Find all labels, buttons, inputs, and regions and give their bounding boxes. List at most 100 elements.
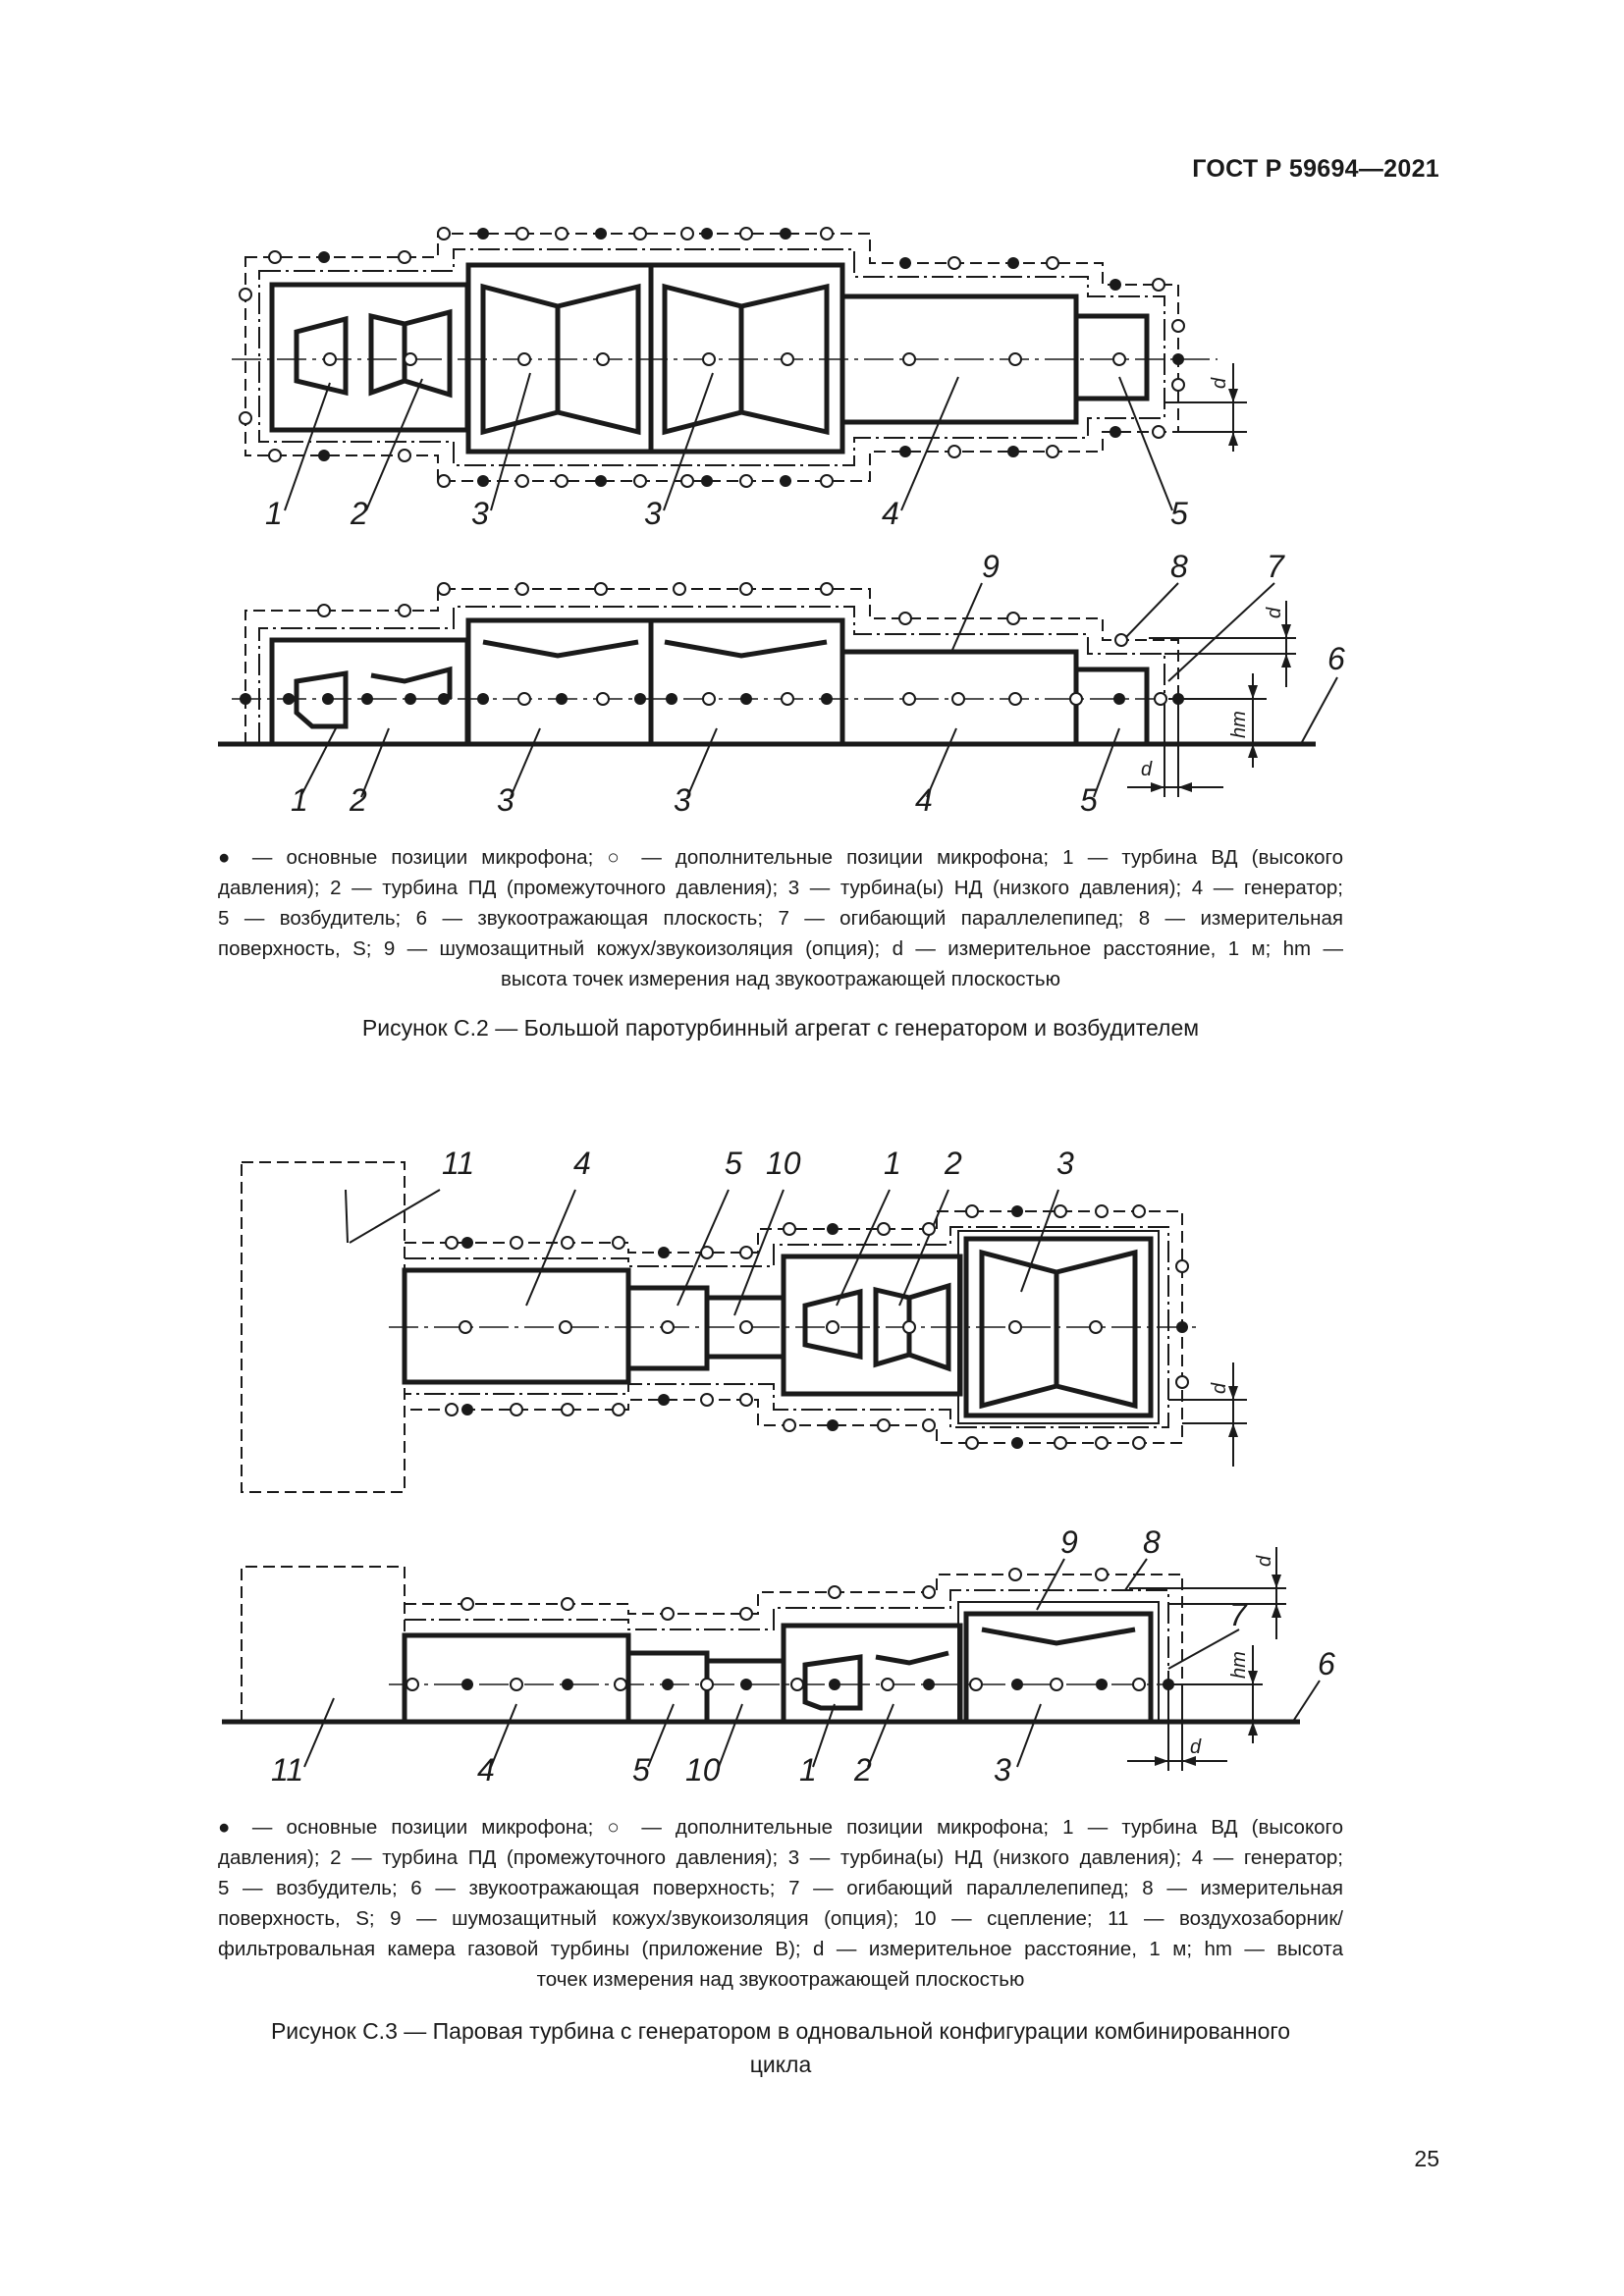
extra-mic-position bbox=[614, 1678, 627, 1691]
extra-mic-position bbox=[510, 1236, 523, 1250]
fig-c3-side-label-5: 5 bbox=[632, 1752, 650, 1788]
main-mic-position bbox=[595, 228, 607, 240]
extra-mic-position bbox=[922, 1585, 936, 1599]
main-mic-position bbox=[701, 228, 713, 240]
extra-mic-position bbox=[702, 692, 716, 706]
fig-c3-side-label-3: 3 bbox=[994, 1752, 1011, 1788]
extra-mic-position bbox=[596, 352, 610, 366]
legend-line: ● — основные позиции микрофона; ○ — допо… bbox=[218, 1816, 1343, 1839]
extra-mic-position bbox=[445, 1403, 459, 1416]
extra-mic-position bbox=[559, 1320, 572, 1334]
main-mic-position bbox=[780, 228, 791, 240]
extra-mic-position bbox=[783, 1418, 796, 1432]
extra-mic-position bbox=[965, 1436, 979, 1450]
legend-line: точек измерения над звукоотражающей плос… bbox=[536, 1968, 1025, 1991]
fig-c2-side-dim-d-h: d bbox=[1141, 759, 1153, 780]
extra-mic-position bbox=[1008, 692, 1022, 706]
extra-mic-position bbox=[437, 582, 451, 596]
extra-mic-position bbox=[739, 1246, 753, 1259]
extra-mic-position bbox=[969, 1678, 983, 1691]
main-mic-position bbox=[827, 1419, 839, 1431]
main-mic-position bbox=[318, 450, 330, 461]
main-mic-position bbox=[658, 1247, 670, 1258]
main-mic-position bbox=[1110, 279, 1121, 291]
extra-mic-position bbox=[561, 1236, 574, 1250]
main-mic-position bbox=[461, 1404, 473, 1415]
fig-c2-side-label-5: 5 bbox=[1080, 782, 1098, 818]
main-mic-position bbox=[405, 693, 416, 705]
extra-mic-position bbox=[1046, 445, 1059, 458]
fig-c3-label-11: 11 bbox=[442, 1146, 474, 1181]
main-mic-position bbox=[1007, 446, 1019, 457]
legend-line: 5 — возбудитель; 6 — звукоотражающая пов… bbox=[218, 1877, 1343, 1899]
fig-c2-side-label-3b: 3 bbox=[674, 782, 691, 818]
extra-mic-position bbox=[781, 692, 794, 706]
main-mic-position bbox=[899, 446, 911, 457]
extra-mic-position bbox=[739, 227, 753, 240]
extra-mic-position bbox=[1095, 1436, 1109, 1450]
extra-mic-position bbox=[515, 474, 529, 488]
extra-mic-position bbox=[1008, 1320, 1022, 1334]
extra-mic-position bbox=[1132, 1436, 1146, 1450]
extra-mic-position bbox=[1152, 425, 1165, 439]
fig-c3-side-mic-positions bbox=[406, 1568, 1174, 1691]
extra-mic-position bbox=[965, 1204, 979, 1218]
fig-c3-side-label-9: 9 bbox=[1060, 1524, 1078, 1560]
extra-mic-position bbox=[739, 582, 753, 596]
extra-mic-position bbox=[1089, 1320, 1103, 1334]
extra-mic-position bbox=[561, 1597, 574, 1611]
extra-mic-position bbox=[781, 352, 794, 366]
fig-c2-side-dim-hm: hm bbox=[1228, 711, 1250, 738]
extra-mic-position bbox=[1132, 1678, 1146, 1691]
main-mic-position bbox=[923, 1679, 935, 1690]
extra-mic-position bbox=[661, 1320, 675, 1334]
extra-mic-position bbox=[1008, 352, 1022, 366]
extra-mic-position bbox=[700, 1678, 714, 1691]
extra-mic-position bbox=[826, 1320, 839, 1334]
extra-mic-position bbox=[1054, 1204, 1067, 1218]
extra-mic-position bbox=[1171, 378, 1185, 392]
legend-line: давления); 2 — турбина ПД (промежуточног… bbox=[218, 877, 1343, 899]
main-mic-position bbox=[283, 693, 295, 705]
extra-mic-position bbox=[1152, 278, 1165, 292]
fig-c3-caption-line1: Рисунок С.3 — Паровая турбина с генерато… bbox=[270, 2018, 1291, 2044]
main-mic-position bbox=[461, 1237, 473, 1249]
extra-mic-position bbox=[661, 1607, 675, 1621]
extra-mic-position bbox=[510, 1403, 523, 1416]
extra-mic-position bbox=[820, 474, 834, 488]
extra-mic-position bbox=[922, 1222, 936, 1236]
legend-line: фильтровальная камера газовой турбины (п… bbox=[218, 1938, 1343, 1960]
extra-mic-position bbox=[702, 352, 716, 366]
extra-mic-position bbox=[404, 352, 417, 366]
extra-mic-position bbox=[515, 582, 529, 596]
extra-mic-position bbox=[877, 1222, 891, 1236]
extra-mic-position bbox=[1175, 1259, 1189, 1273]
extra-mic-position bbox=[612, 1403, 625, 1416]
fig-c3-caption-line2: цикла bbox=[749, 2052, 812, 2077]
extra-mic-position bbox=[680, 474, 694, 488]
extra-mic-position bbox=[555, 474, 568, 488]
fig-c2-label-3b: 3 bbox=[644, 496, 662, 531]
fig-c2-side-label-1: 1 bbox=[291, 782, 308, 818]
extra-mic-position bbox=[1132, 1204, 1146, 1218]
fig-c3-side-label-11: 11 bbox=[271, 1752, 303, 1788]
main-mic-position bbox=[666, 693, 677, 705]
fig-c2-top-labels: 1 2 3 3 4 5 bbox=[265, 496, 1188, 531]
fig-c3-side-dim-d-v: d bbox=[1254, 1555, 1275, 1567]
main-mic-position bbox=[1110, 426, 1121, 438]
fig-c2-label-1: 1 bbox=[265, 496, 283, 531]
fig-c2-caption: Рисунок С.2 — Большой паротурбинный агре… bbox=[361, 1015, 1200, 1041]
extra-mic-position bbox=[437, 227, 451, 240]
extra-mic-position bbox=[460, 1597, 474, 1611]
main-mic-position bbox=[240, 693, 251, 705]
main-mic-position bbox=[322, 693, 334, 705]
main-mic-position bbox=[634, 693, 646, 705]
extra-mic-position bbox=[437, 474, 451, 488]
extra-mic-position bbox=[633, 474, 647, 488]
main-mic-position bbox=[477, 228, 489, 240]
extra-mic-position bbox=[922, 1418, 936, 1432]
fig-c3-side-dim-hm: hm bbox=[1228, 1651, 1250, 1679]
extra-mic-position bbox=[612, 1236, 625, 1250]
extra-mic-position bbox=[594, 582, 608, 596]
main-mic-position bbox=[1011, 1205, 1023, 1217]
